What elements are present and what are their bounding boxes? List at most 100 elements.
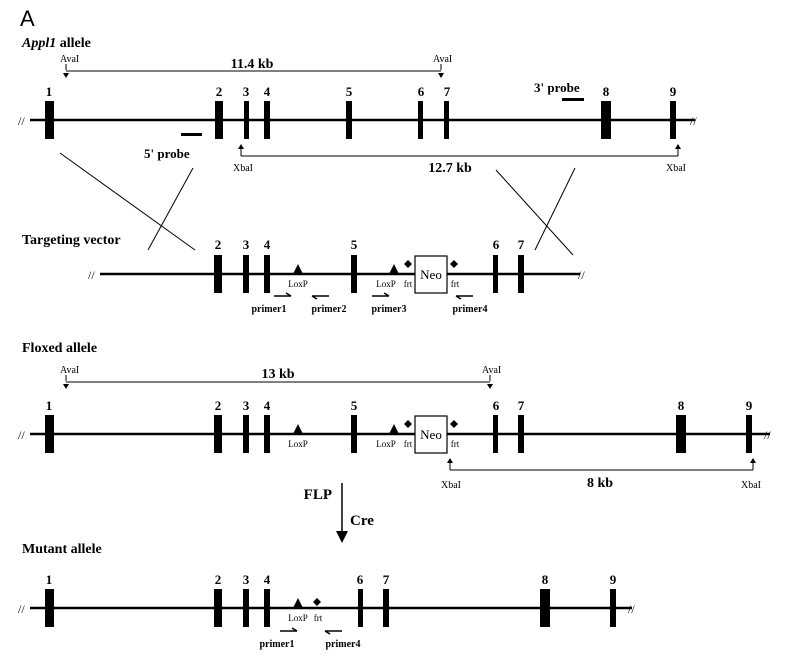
tv-exon-box xyxy=(214,255,222,293)
wt-exon-label: 3 xyxy=(243,84,250,99)
fl-exon-label: 3 xyxy=(243,398,250,413)
wt-exon-box xyxy=(444,101,449,139)
section-title-targeting: Targeting vector xyxy=(22,233,121,248)
tv-exon-box xyxy=(493,255,498,293)
fl-ava-right-label: AvaI xyxy=(482,365,501,376)
mu-exon-label: 9 xyxy=(610,572,617,587)
loxp-label: LoxP xyxy=(376,439,396,449)
mu-exon-label: 7 xyxy=(383,572,390,587)
wt-xba-size: 12.7 kb xyxy=(428,161,472,176)
tv-exon-box xyxy=(243,255,249,293)
wt-exon-label: 6 xyxy=(418,84,425,99)
mu-exon-label: 4 xyxy=(264,572,271,587)
primer4-label: primer4 xyxy=(326,639,361,650)
fl-exon-box xyxy=(264,415,270,453)
primer4-arrow-icon xyxy=(324,630,342,635)
frt-label: frt xyxy=(404,439,413,449)
mu-exon-label: 2 xyxy=(215,572,222,587)
flp-label: FLP xyxy=(304,487,332,503)
fl-xba-bracket: XbaI XbaI 8 kb xyxy=(441,458,761,491)
wt-exon-box xyxy=(418,101,423,139)
wt-exon-box xyxy=(346,101,352,139)
mu-exon-box xyxy=(243,589,249,627)
tv-exon-box xyxy=(351,255,357,293)
frt-label: frt xyxy=(404,279,413,289)
wt-ava-size: 11.4 kb xyxy=(231,57,274,72)
fl-exon-label: 8 xyxy=(678,398,685,413)
frt-label: frt xyxy=(451,279,460,289)
wt-ava-right-label: AvaI xyxy=(433,54,452,65)
fl-exon-box xyxy=(493,415,498,453)
tv-exon-label: 3 xyxy=(243,237,250,252)
neo-label: Neo xyxy=(420,427,442,442)
wt-xba-right-label: XbaI xyxy=(666,163,686,174)
neo-cassette-box xyxy=(414,255,448,294)
fl-exon-label: 7 xyxy=(518,398,525,413)
mu-exon-box xyxy=(264,589,270,627)
tv-exon-label: 5 xyxy=(351,237,358,252)
fl-break-right: // xyxy=(764,428,771,442)
wt-exon-label: 5 xyxy=(346,84,353,99)
primer2-arrow-icon xyxy=(311,295,329,300)
mu-break-right: // xyxy=(628,602,635,616)
recombination-lines xyxy=(59,152,576,256)
mu-exon-label: 3 xyxy=(243,572,250,587)
primer4-arrow-icon xyxy=(455,295,473,300)
primer1-arrow-icon xyxy=(280,627,298,632)
section-title-mutant: Mutant allele xyxy=(22,542,102,557)
fl-exon-box xyxy=(214,415,222,453)
mu-exon-box xyxy=(610,589,616,627)
tv-exon-label: 4 xyxy=(264,237,271,252)
loxp-label: LoxP xyxy=(288,279,308,289)
mu-exon-box xyxy=(214,589,222,627)
wt-xba-bracket: XbaI XbaI 12.7 kb xyxy=(233,144,686,176)
mu-break-left: // xyxy=(18,602,25,616)
loxp-label: LoxP xyxy=(376,279,396,289)
wt-ava-left-label: AvaI xyxy=(60,54,79,65)
frt-site-icon xyxy=(450,260,458,268)
primer3-arrow-icon xyxy=(372,292,390,297)
wt-exon-label: 9 xyxy=(670,84,677,99)
frt-site-icon xyxy=(404,260,412,268)
loxp-site-icon xyxy=(389,424,399,434)
cre-label: Cre xyxy=(350,513,374,529)
mu-exon-label: 6 xyxy=(357,572,364,587)
primer2-label: primer2 xyxy=(312,304,347,315)
loxp-site-icon xyxy=(293,264,303,274)
loxp-label: LoxP xyxy=(288,613,308,623)
mu-exon-box xyxy=(45,589,54,627)
mutant-allele: // // 1 2 3 4 6 7 8 9 LoxP frt primer1 p… xyxy=(18,572,635,650)
section-title-floxed: Floxed allele xyxy=(22,341,97,356)
primer4-label: primer4 xyxy=(453,304,488,315)
loxp-label: LoxP xyxy=(288,439,308,449)
fl-exon-label: 9 xyxy=(746,398,753,413)
mu-exon-label: 8 xyxy=(542,572,549,587)
fl-exon-box xyxy=(45,415,54,453)
fl-exon-label: 6 xyxy=(493,398,500,413)
mu-exon-label: 1 xyxy=(46,572,53,587)
tv-break-right: // xyxy=(578,268,585,282)
frt-site-icon xyxy=(450,420,458,428)
wt-break-left: // xyxy=(18,114,25,128)
loxp-site-icon xyxy=(293,424,303,434)
primer3-label: primer3 xyxy=(372,304,407,315)
wt-exon-label: 2 xyxy=(216,84,223,99)
wt-exon-box xyxy=(45,101,54,139)
section-title-wildtype: Appl1 allele xyxy=(21,36,91,51)
neo-label: Neo xyxy=(420,267,442,282)
neo-cassette-box xyxy=(414,415,448,454)
fl-ava-left-label: AvaI xyxy=(60,365,79,376)
tv-exon-box xyxy=(518,255,524,293)
wt-xba-left-label: XbaI xyxy=(233,163,253,174)
tv-exon-label: 2 xyxy=(215,237,222,252)
loxp-site-icon xyxy=(389,264,399,274)
fl-ava-bracket: AvaI AvaI 13 kb xyxy=(60,365,501,389)
fl-exon-box xyxy=(746,415,752,453)
panel-label: A xyxy=(20,6,35,31)
fl-exon-label: 2 xyxy=(215,398,222,413)
fl-exon-box xyxy=(518,415,524,453)
wt-exon-box xyxy=(215,101,223,139)
five-prime-probe-label: 5' probe xyxy=(144,146,190,161)
frt-site-icon xyxy=(404,420,412,428)
